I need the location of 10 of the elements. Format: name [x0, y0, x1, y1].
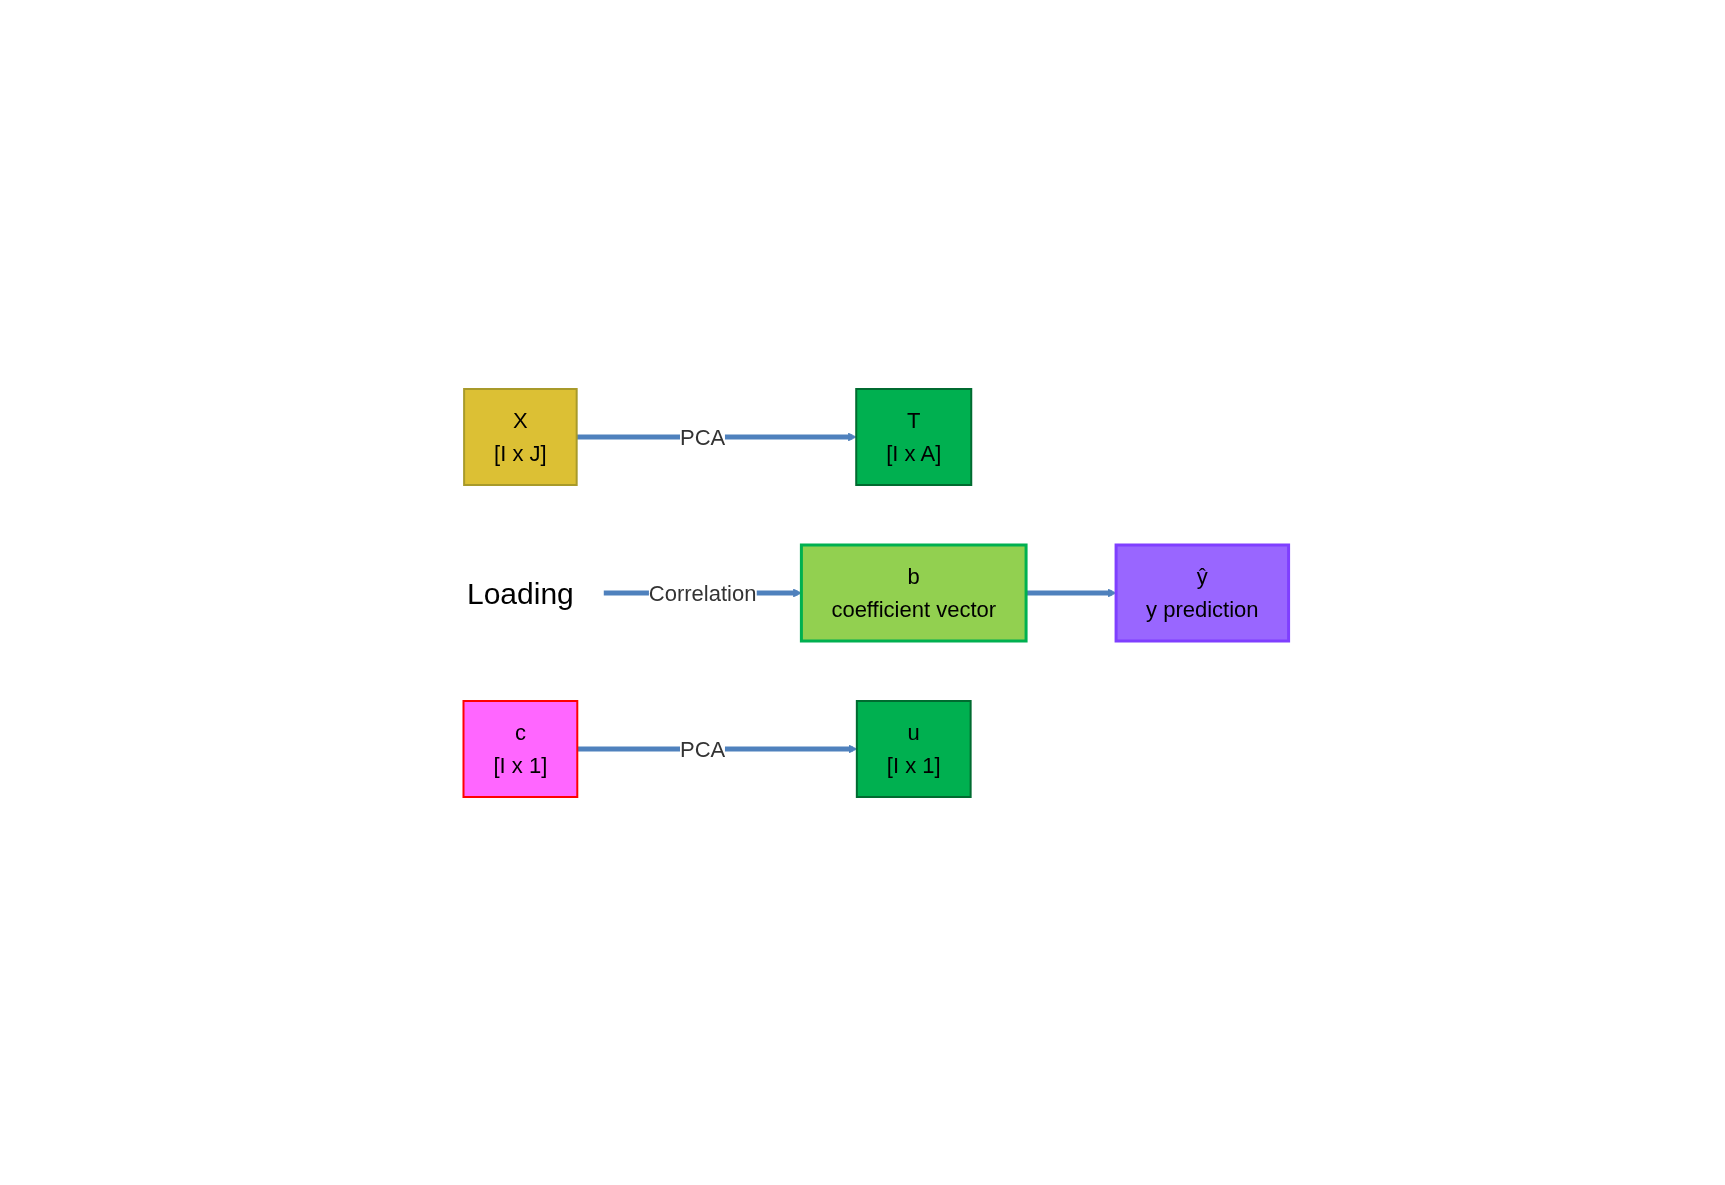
node-box: ŷ y prediction	[1114, 543, 1290, 642]
edge-label: Correlation	[648, 580, 757, 605]
node-box: c [I x 1]	[462, 699, 578, 798]
edge-label: PCA	[679, 424, 725, 449]
node-box: u [I x 1]	[855, 699, 972, 798]
node-box: b coefficient vector	[799, 543, 1028, 642]
node-box: T [I x A]	[854, 387, 972, 486]
edge-label: PCA	[679, 736, 725, 761]
node-box: X [I x J]	[462, 387, 578, 486]
node-text: Loading	[466, 576, 574, 609]
